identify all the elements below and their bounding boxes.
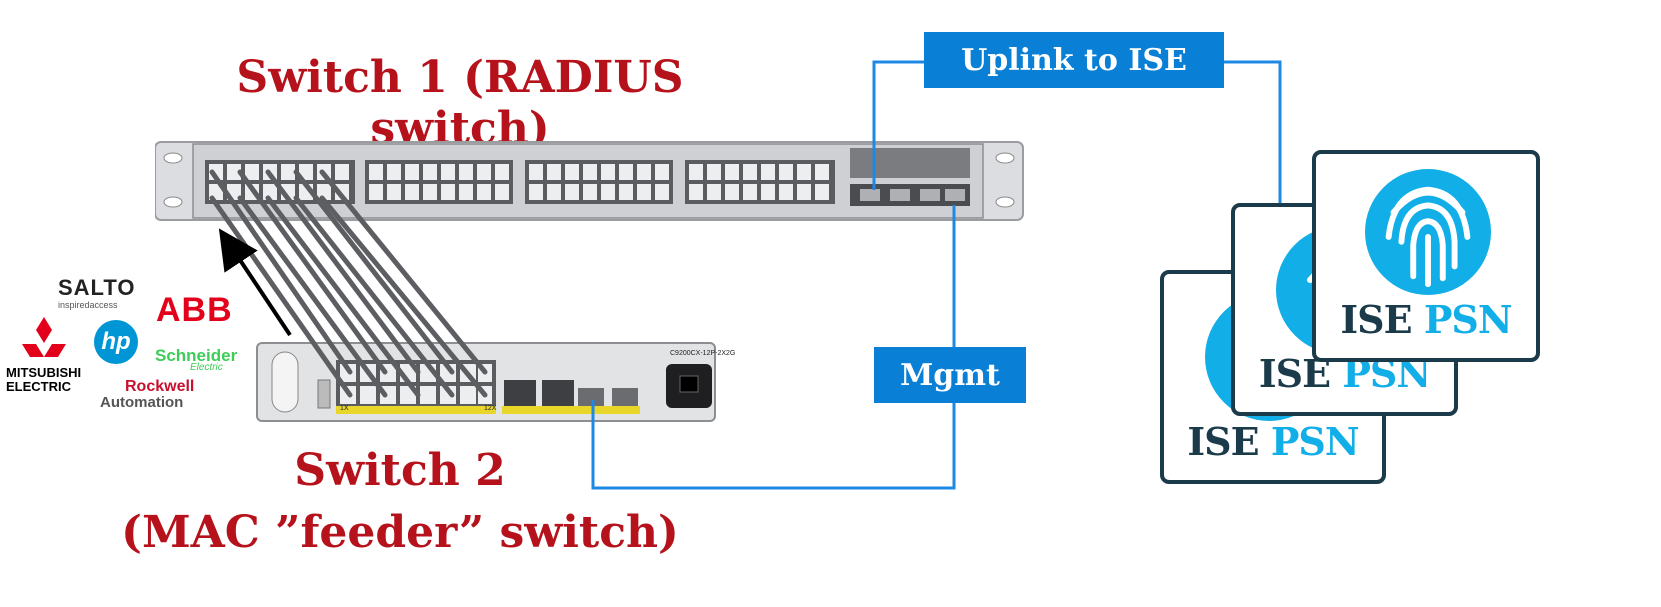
mitsubishi-icon	[22, 317, 66, 357]
mitsubishi-logo-line2: ELECTRIC	[6, 379, 71, 394]
mgmt-line	[591, 205, 956, 490]
hp-logo: hp	[94, 320, 138, 364]
mgmt-label: Mgmt	[874, 347, 1026, 403]
salto-logo: SALTO	[58, 275, 136, 300]
hp-logo-text: hp	[101, 328, 131, 355]
schneider-logo-line1: Schneider	[155, 346, 238, 365]
rockwell-logo-line2: Automation	[100, 394, 184, 411]
switch2-device	[256, 342, 716, 422]
switch1-title: Switch 1 (RADIUS switch)	[236, 52, 684, 154]
ise-card-back-word1: ISE	[1187, 419, 1259, 464]
switch2-port-right-label: 12X	[484, 405, 497, 412]
ise-card-front-word2: PSN	[1423, 297, 1513, 342]
patch-cables	[209, 169, 488, 398]
switch2-model-label: C9200CX-12P-2X2G	[670, 350, 736, 357]
schneider-logo-line2: Electric	[190, 362, 223, 373]
ise-card-back-word2: PSN	[1270, 419, 1360, 464]
switch1-device	[155, 141, 1024, 221]
ise-card-back-label: ISE PSN	[1164, 419, 1382, 464]
switch2-port-left-label: 1X	[340, 405, 349, 412]
ise-card-front-label: ISE PSN	[1316, 297, 1536, 342]
uplink-label: Uplink to ISE	[924, 32, 1224, 88]
ise-card-front: ISE PSN	[1312, 150, 1540, 362]
switch2-title-line2: (MAC ”feeder” switch)	[121, 507, 679, 558]
rockwell-logo-line1: Rockwell	[125, 378, 195, 395]
salto-tagline: inspiredaccess	[58, 300, 118, 310]
fingerprint-icon	[1364, 168, 1492, 296]
mitsubishi-logo-line1: MITSUBISHI	[6, 365, 82, 380]
direction-arrow	[218, 228, 292, 337]
abb-logo: ABB	[156, 291, 233, 329]
ise-card-front-word1: ISE	[1340, 297, 1412, 342]
switch2-title-line1: Switch 2	[294, 445, 506, 496]
